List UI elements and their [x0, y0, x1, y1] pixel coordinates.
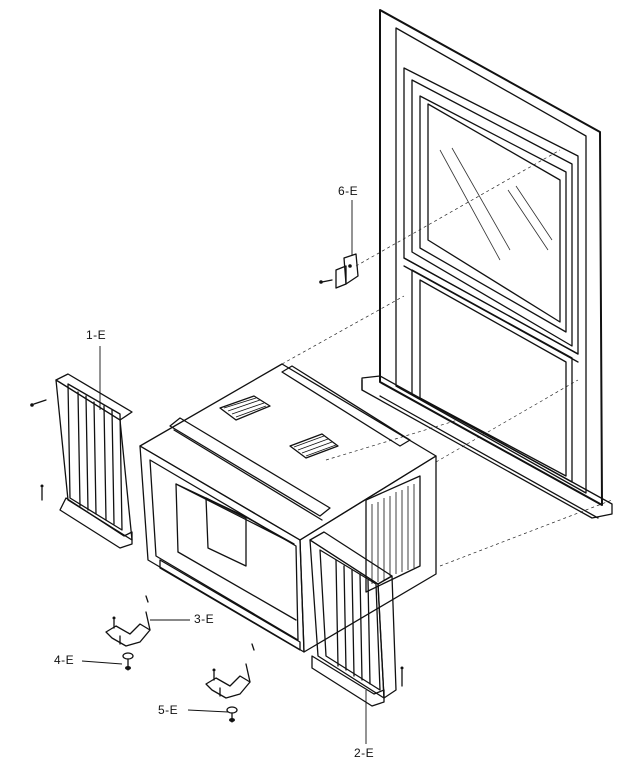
part-label-5e: 5-E — [158, 703, 179, 717]
leader-lines — [81, 200, 367, 744]
bracket-5e — [205, 643, 255, 723]
part-label-3e: 3-E — [194, 612, 215, 626]
side-panel-1e — [30, 373, 133, 549]
part-label-4e: 4-E — [54, 653, 75, 667]
side-panel-2e — [309, 531, 404, 707]
part-label-2e: 2-E — [354, 746, 375, 760]
part-label-6e: 6-E — [338, 184, 359, 198]
bracket-3e — [105, 595, 151, 647]
screw-4e — [122, 652, 134, 671]
part-label-1e: 1-E — [86, 328, 107, 342]
alignment-lines — [281, 149, 613, 567]
window-frame — [361, 9, 613, 519]
bracket-6e — [319, 253, 359, 289]
ac-cabinet — [139, 363, 437, 653]
